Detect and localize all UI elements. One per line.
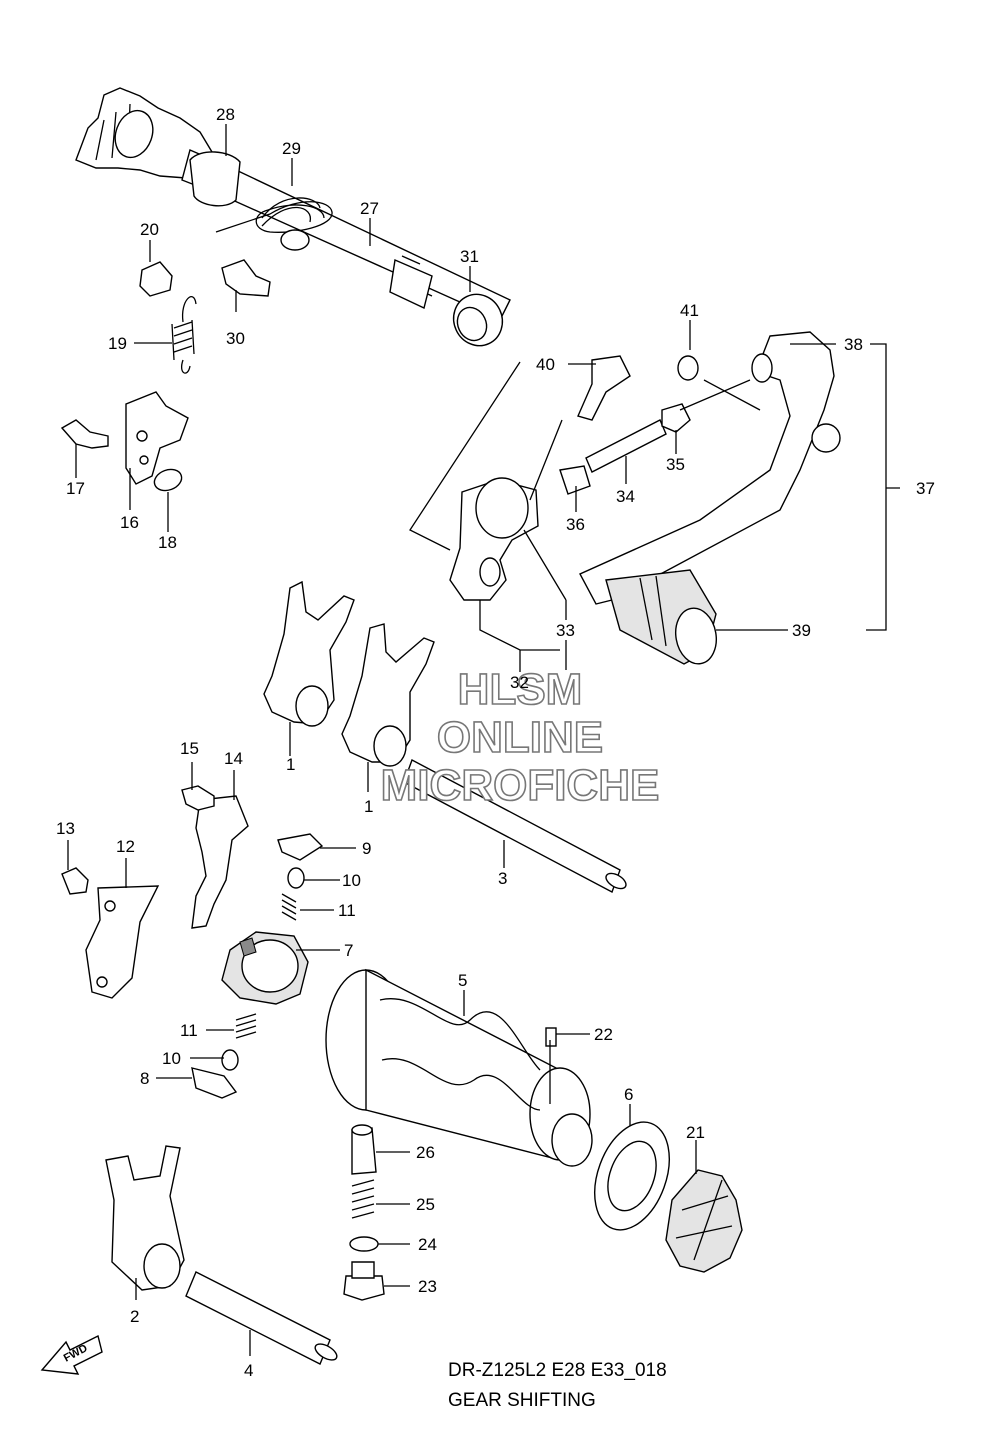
pawl-lifter-plate [61,867,160,999]
callout-6: 6 [624,1085,633,1104]
callout-8: 8 [140,1069,149,1088]
callout-25: 25 [416,1195,435,1214]
callout-16: 16 [120,513,139,532]
model-code: DR-Z125L2 E28 E33_018 [448,1360,667,1381]
cam-guide-plate [181,785,249,929]
callout-15: 15 [180,739,199,758]
pawl-part [277,833,324,921]
callout-7: 7 [344,941,353,960]
cam-gear-part [665,1169,743,1273]
callout-39: 39 [792,621,811,640]
cam-washer-part [594,1121,670,1231]
callout-11: 11 [180,1021,198,1040]
callout-18: 18 [158,533,177,552]
callout-41: 41 [680,301,699,320]
stopper-bolt-part [139,261,173,297]
callout-34: 34 [616,487,635,506]
callout-5: 5 [458,971,467,990]
callout-30: 30 [226,329,245,348]
leader-lines [67,124,900,1356]
shift-fork-part [105,1145,185,1291]
callout-labels: 1 1 2 3 4 5 6 7 8 9 10 10 11 11 12 13 14… [56,105,935,1380]
callout-35: 35 [666,455,685,474]
link-joint-part [449,477,539,601]
callout-23: 23 [418,1277,437,1296]
cam-drum-part [325,968,593,1167]
shift-fork-shaft-part [403,759,627,893]
callout-4: 4 [244,1361,253,1380]
watermark: HLSM ONLINE MICROFICHE [380,664,660,811]
oil-seal-part [452,293,504,347]
gearshift-shaft-part [75,87,511,321]
callout-14: 14 [224,749,243,768]
callout-3: 3 [498,869,507,888]
callout-17: 17 [66,479,85,498]
shift-fork-part [263,580,435,767]
callout-24: 24 [418,1235,437,1254]
callout-10: 10 [162,1049,181,1068]
callout-38: 38 [844,335,863,354]
callout-13: 13 [56,819,75,838]
callout-21: 21 [686,1123,705,1142]
lever-bolt-part [577,355,631,421]
callout-40: 40 [536,355,555,374]
return-spring-part [215,197,333,251]
callout-11: 11 [338,901,356,920]
watermark-line-1: HLSM [458,665,583,714]
callout-9: 9 [362,839,371,858]
shaft-seal-part [189,151,241,207]
shift-fork-shaft-part [185,1271,338,1365]
section-title: GEAR SHIFTING [448,1390,596,1411]
callout-1: 1 [364,797,373,816]
callout-32: 32 [510,673,529,692]
callout-19: 19 [108,334,127,353]
watermark-line-2: ONLINE [437,713,603,762]
callout-27: 27 [360,199,379,218]
watermark-line-3: MICROFICHE [381,761,660,810]
gearshift-arm-plate [60,391,189,492]
callout-36: 36 [566,515,585,534]
gearshift-lever-part [579,331,841,665]
callout-26: 26 [416,1143,435,1162]
callout-1: 1 [286,755,295,774]
cam-stopper-bolt-part [221,259,271,297]
callout-10: 10 [342,871,361,890]
link-rod-part [559,355,699,495]
pawl-lower-part [191,1013,257,1099]
callout-31: 31 [460,247,479,266]
fwd-arrow-icon: FWD [40,1334,103,1375]
callout-29: 29 [282,139,301,158]
callout-2: 2 [130,1307,139,1326]
plug-stack-part [343,1124,385,1301]
callout-22: 22 [594,1025,613,1044]
callout-37: 37 [916,479,935,498]
spring-part [171,296,197,374]
callout-20: 20 [140,220,159,239]
gearshift-cam-part [221,931,309,1005]
callout-12: 12 [116,837,135,856]
callout-33: 33 [556,621,575,640]
callout-28: 28 [216,105,235,124]
